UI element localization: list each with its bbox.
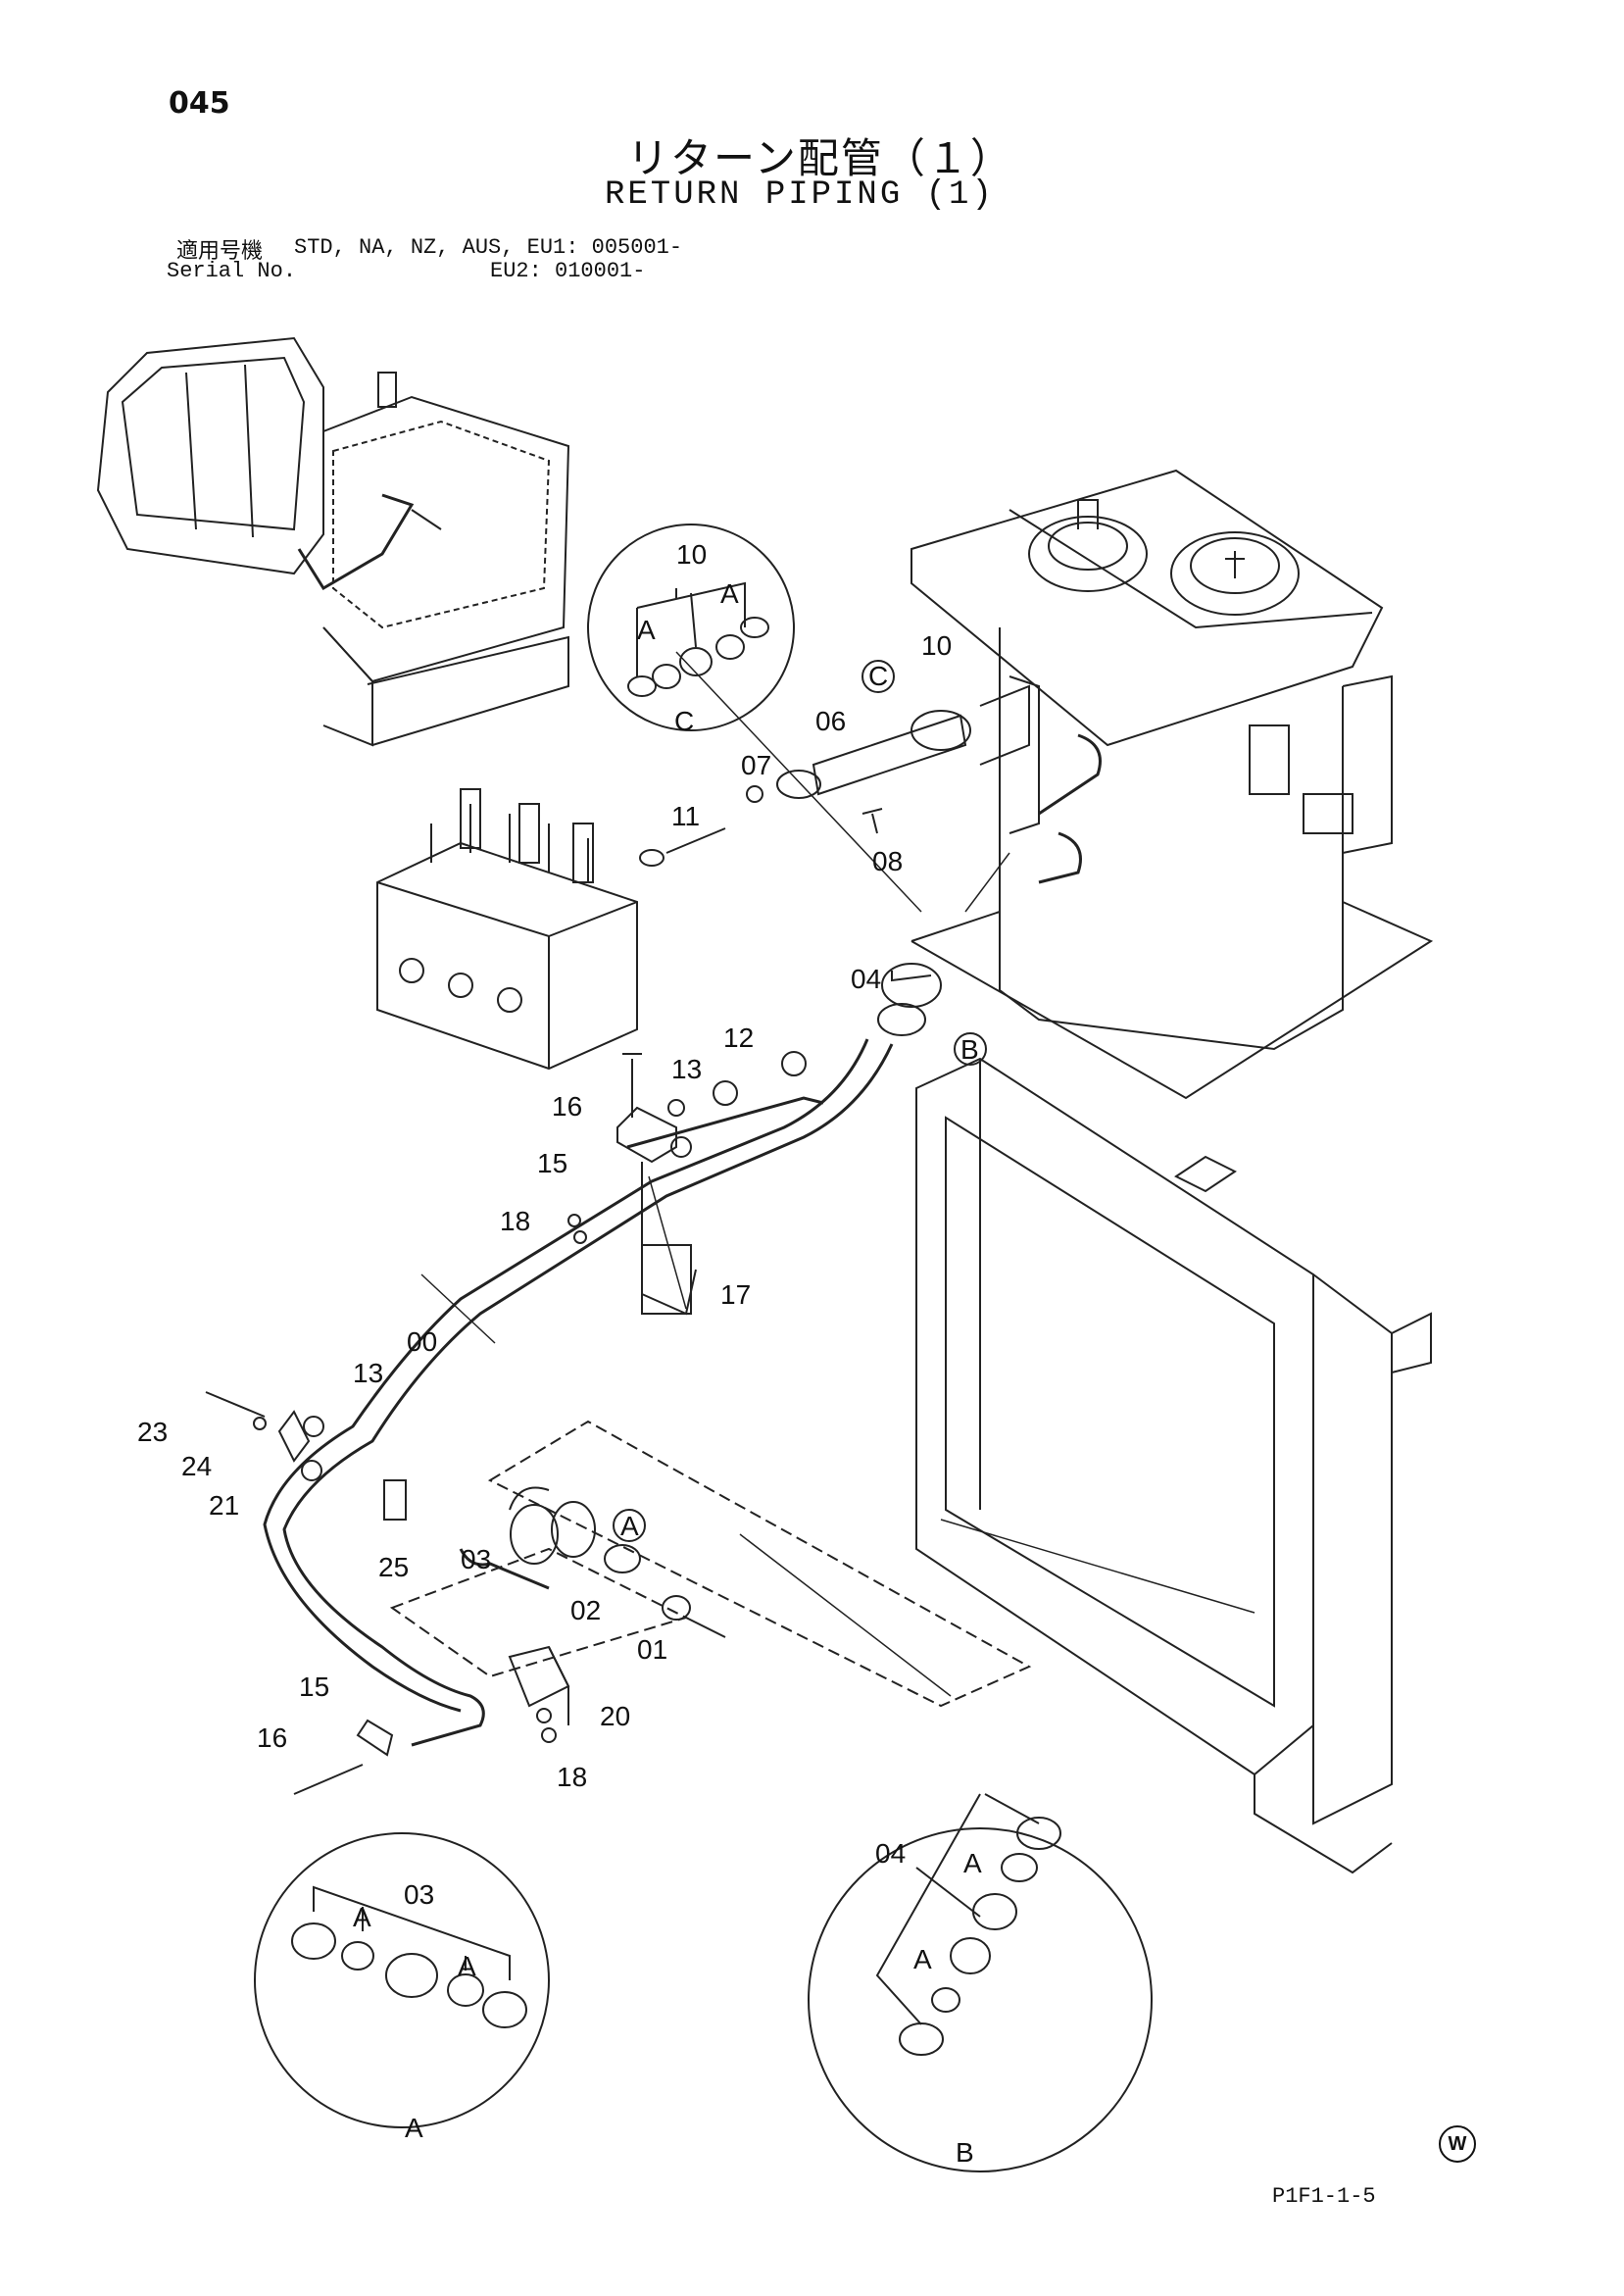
callout-A-detail-c-1: A	[637, 615, 656, 645]
callout-A-detail-a-1: A	[353, 1902, 371, 1932]
return-pipe-00	[263, 1038, 894, 1747]
detail-a	[254, 1832, 550, 2128]
callout-11: 11	[671, 801, 700, 831]
callout-01: 01	[637, 1634, 667, 1665]
callout-A-detail-c-2: A	[720, 578, 739, 609]
callout-07: 07	[741, 750, 771, 780]
bracket-group-upper	[567, 1051, 807, 1316]
detail-c	[587, 524, 795, 731]
callout-24: 24	[181, 1451, 212, 1481]
hose-assembly-06-10	[639, 684, 1030, 867]
callout-00: 00	[407, 1326, 437, 1357]
callout-13b: 13	[353, 1358, 383, 1388]
callout-13a: 13	[671, 1054, 702, 1084]
control-valve	[376, 788, 638, 1071]
leader-lines	[420, 651, 1255, 1697]
callout-18b: 18	[557, 1762, 587, 1792]
callout-16b: 16	[257, 1722, 287, 1753]
w-mark: W	[1439, 2125, 1476, 2163]
callout-C-detail: C	[674, 706, 694, 736]
figure-code: P1F1-1-5	[1272, 2184, 1376, 2209]
callout-12: 12	[723, 1023, 754, 1053]
callout-10b: 10	[921, 630, 952, 661]
callout-A-detail-a-2: A	[458, 1951, 476, 1981]
detail-b	[808, 1793, 1153, 2172]
callout-B-detail: B	[956, 2137, 974, 2168]
serial-label-english: Serial No.	[167, 259, 297, 283]
hydraulic-tank	[910, 469, 1434, 1100]
callout-25: 25	[378, 1552, 409, 1582]
callout-16a: 16	[552, 1091, 582, 1122]
callout-10a: 10	[676, 539, 707, 570]
oil-cooler	[915, 1057, 1432, 1874]
callout-06: 06	[815, 706, 846, 736]
serial-label-japanese: 適用号機	[176, 239, 264, 264]
title-japanese: リターン配管（１）	[627, 134, 1013, 182]
excavator-overview	[96, 336, 570, 747]
clamp-04	[877, 963, 942, 1036]
callout-23: 23	[137, 1417, 168, 1447]
callout-A-detail: A	[405, 2113, 423, 2143]
callout-08: 08	[872, 846, 903, 876]
callout-17: 17	[720, 1279, 751, 1310]
callout-15b: 15	[299, 1672, 329, 1702]
title-english: RETURN PIPING (1)	[605, 176, 995, 214]
reference-circles	[613, 660, 987, 1542]
callout-A-detail-b-1: A	[963, 1848, 982, 1878]
callout-02: 02	[570, 1595, 601, 1625]
callout-A-ref: A	[620, 1511, 639, 1541]
callout-20: 20	[600, 1701, 630, 1731]
callout-04: 04	[851, 964, 881, 994]
callout-B-ref: B	[960, 1034, 979, 1065]
callout-15a: 15	[537, 1148, 567, 1178]
callout-04-detail-b: 04	[875, 1838, 906, 1869]
page-number: 045	[169, 86, 230, 121]
callout-03-detail-a: 03	[404, 1879, 434, 1910]
callout-A-detail-b-2: A	[913, 1944, 932, 1974]
callout-21: 21	[209, 1490, 239, 1521]
callout-C-ref: C	[868, 661, 888, 691]
serial-range-2: EU2: 010001-	[490, 259, 646, 283]
serial-range-1: STD, NA, NZ, AUS, EU1: 005001-	[294, 235, 683, 260]
callout-labels: 10 A A C C 10 06 07 11 08 04 B 12 13 16 …	[137, 539, 982, 2168]
callout-18a: 18	[500, 1206, 530, 1236]
bracket-group-lower	[205, 1391, 570, 1795]
callout-03: 03	[461, 1544, 491, 1574]
clamp-assembly-lower	[389, 1420, 1032, 1708]
